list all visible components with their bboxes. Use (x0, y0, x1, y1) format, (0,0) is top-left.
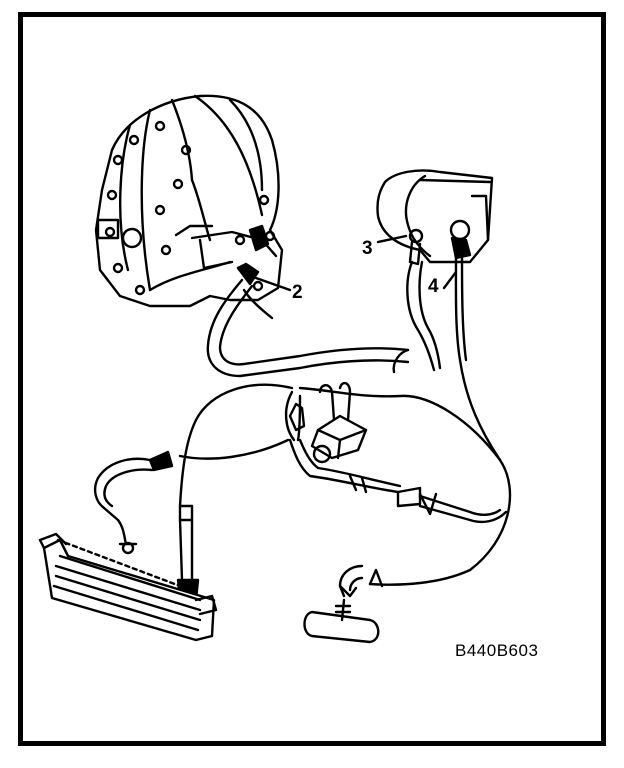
pump-unit (376, 169, 494, 266)
left-hose (93, 450, 174, 555)
lower-fitting (303, 564, 384, 644)
callout-3: 3 (362, 238, 373, 259)
loop-hoses (178, 383, 512, 586)
diagram-border (18, 12, 606, 746)
figure-code: B440B603 (455, 641, 539, 660)
oil-cooler (38, 532, 218, 642)
transmission-housing (94, 94, 284, 308)
callout-4: 4 (428, 276, 439, 297)
pump-hoses (392, 256, 502, 462)
valve-assembly (288, 381, 508, 524)
cooler-line-upper (206, 262, 410, 378)
callout-2: 2 (292, 282, 303, 303)
leader-lines (254, 234, 458, 292)
